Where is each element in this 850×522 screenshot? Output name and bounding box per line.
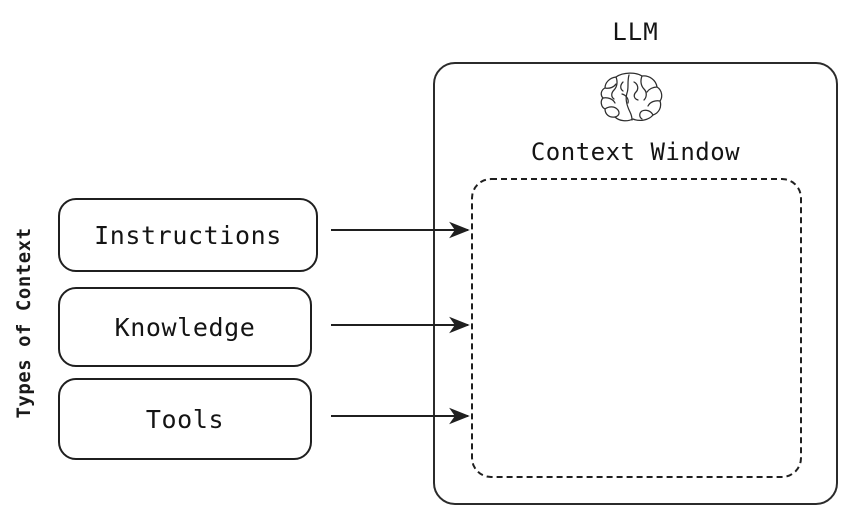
context-type-label-instructions: Instructions: [94, 220, 282, 250]
context-type-label-knowledge: Knowledge: [114, 312, 256, 342]
context-type-box-tools[interactable]: Tools: [58, 378, 312, 460]
context-type-box-knowledge[interactable]: Knowledge: [58, 287, 312, 367]
brain-icon: [600, 72, 663, 122]
llm-boundary-box: [433, 62, 838, 505]
context-type-label-tools: Tools: [145, 404, 225, 434]
context-type-box-instructions[interactable]: Instructions: [58, 198, 318, 272]
context-window-title: Context Window: [530, 138, 741, 166]
llm-title: LLM: [612, 18, 659, 46]
context-window-box: [471, 178, 802, 478]
